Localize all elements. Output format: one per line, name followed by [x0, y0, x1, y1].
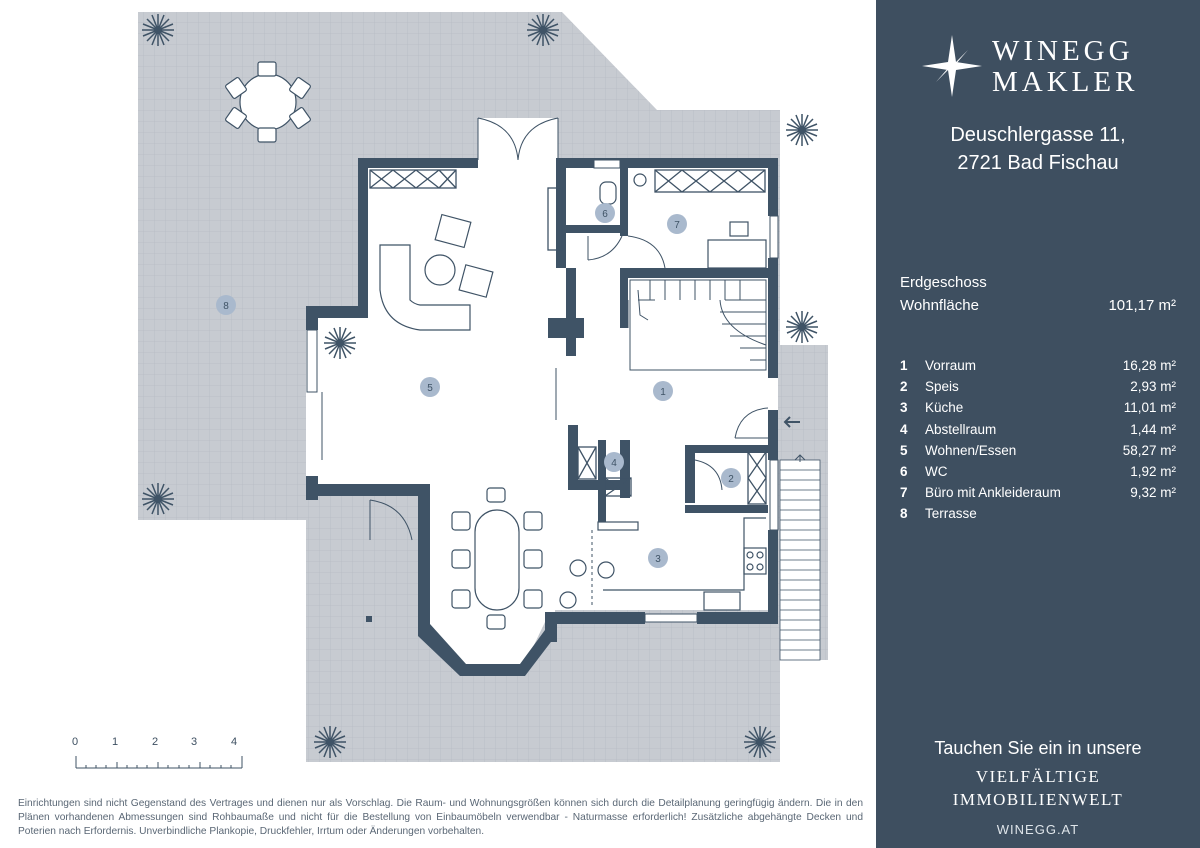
room-area: 1,44 m²	[1130, 421, 1176, 437]
room-area: 58,27 m²	[1122, 442, 1176, 458]
kitchen-counter	[597, 517, 767, 611]
room-row: 5 Wohnen/Essen 58,27 m²	[900, 443, 1176, 464]
scale-tick: 1	[112, 736, 119, 748]
room-badge-label: 8	[223, 301, 229, 312]
door-swings	[369, 117, 769, 541]
room-badge-label: 7	[674, 220, 680, 231]
room-number: 1	[900, 358, 908, 373]
room-badge-7: 7	[667, 214, 687, 234]
office-furniture	[599, 173, 767, 269]
plant-icon	[527, 14, 559, 46]
room-badges: 1 2 3 4 5 6 7 8	[216, 203, 741, 568]
room-badge-label: 5	[427, 383, 433, 394]
compass-star-icon	[922, 35, 982, 97]
room-area: 1,92 m²	[1130, 463, 1176, 479]
room-row: 2 Speis 2,93 m²	[900, 379, 1176, 400]
dining-table	[451, 487, 615, 630]
room-row: 3 Küche 11,01 m²	[900, 400, 1176, 421]
room-name: Terrasse	[925, 506, 977, 522]
staircase	[629, 279, 767, 371]
room-row: 6 WC 1,92 m²	[900, 464, 1176, 485]
cabinets	[369, 169, 767, 505]
room-row: 4 Abstellraum 1,44 m²	[900, 422, 1176, 443]
room-area: 2,93 m²	[1130, 379, 1176, 395]
room-number: 8	[900, 506, 908, 522]
plant-icon	[786, 114, 818, 146]
room-badge-label: 3	[655, 554, 661, 565]
room-number: 3	[900, 400, 908, 416]
floor-plan-area: 1 2 3 4 5 6 7 8 0 1 2 3 4 Einrichtungen …	[18, 12, 863, 837]
garden-door-area	[478, 118, 558, 162]
room-row: 1 Vorraum 16,28 m²	[900, 358, 1176, 379]
room-number: 7	[900, 485, 908, 501]
brand-name-line1: WINEGG	[992, 35, 1134, 67]
room-badge-label: 2	[728, 474, 734, 485]
room-number: 5	[900, 442, 908, 458]
tagline-intro: Tauchen Sie ein in unsere	[934, 738, 1142, 758]
plant-icon	[324, 327, 356, 359]
scale-tick: 4	[231, 736, 238, 748]
plant-icon	[314, 726, 346, 758]
address-street: Deuschlergasse 11,	[950, 124, 1126, 146]
plant-icon	[142, 483, 174, 515]
room-badge-1: 1	[653, 381, 673, 401]
terrace-table	[225, 61, 311, 143]
stairs-arrow-icon	[794, 454, 806, 462]
living-area-label: Wohnfläche	[900, 297, 979, 314]
tagline-line2: VIELFÄLTIGE	[975, 767, 1101, 786]
room-row: 7 Büro mit Ankleideraum 9,32 m²	[900, 485, 1176, 506]
room-badge-2: 2	[721, 468, 741, 488]
room-name: Abstellraum	[925, 421, 997, 437]
room-name: Küche	[925, 400, 964, 416]
plant-icon	[744, 726, 776, 758]
living-area-value: 101,17 m²	[1108, 297, 1176, 314]
room-name: Vorraum	[925, 358, 977, 373]
room-badge-5: 5	[420, 377, 440, 397]
room-name: Speis	[925, 379, 959, 395]
brand-logo: WINEGG MAKLER	[922, 35, 1162, 99]
room-badge-4: 4	[604, 452, 624, 472]
scale-tick: 3	[191, 736, 198, 748]
scale-tick: 2	[152, 736, 159, 748]
room-badge-label: 1	[660, 387, 666, 398]
plant-icon	[786, 311, 818, 343]
room-row: 8 Terrasse	[900, 506, 1176, 527]
room-list: 1 Vorraum 16,28 m² 2 Speis 2,93 m² 3 Küche 11,…	[900, 358, 1176, 528]
tagline-line3: IMMOBILIENWELT	[952, 790, 1124, 809]
floor-label: Erdgeschoss	[900, 274, 987, 291]
room-badge-label: 6	[602, 209, 608, 220]
room-badge-8: 8	[216, 295, 236, 315]
plants	[142, 14, 818, 758]
windows	[306, 159, 779, 623]
exterior-stairs	[779, 459, 821, 661]
address-city: 2721 Bad Fischau	[957, 152, 1119, 174]
room-number: 4	[900, 421, 908, 437]
room-badge-3: 3	[648, 548, 668, 568]
room-number: 6	[900, 463, 908, 479]
room-name: Wohnen/Essen	[925, 442, 1017, 458]
room-area: 16,28 m²	[1122, 358, 1176, 373]
floor-plan: 1 2 3 4 5 6 7 8	[138, 12, 828, 762]
room-name: WC	[925, 463, 948, 479]
room-badge-6: 6	[595, 203, 615, 223]
room-badge-label: 4	[611, 458, 617, 469]
room-number: 2	[900, 379, 908, 395]
post-marker	[366, 616, 372, 622]
room-area: 11,01 m²	[1123, 400, 1176, 416]
disclaimer-text: Einrichtungen sind nicht Gegenstand des …	[18, 798, 863, 837]
scale-ruler	[75, 756, 243, 769]
sofa	[379, 213, 494, 331]
room-name: Büro mit Ankleideraum	[925, 485, 1061, 501]
website-link[interactable]: WINEGG.AT	[996, 822, 1080, 837]
sidebar: WINEGG MAKLER Deuschlergasse 11, 2721 Ba…	[876, 0, 1200, 848]
plant-icon	[142, 14, 174, 46]
walls	[306, 158, 778, 676]
scale-bar: 0 1 2 3 4	[70, 736, 250, 776]
entrance-arrow-icon	[783, 416, 800, 428]
room-area: 9,32 m²	[1130, 485, 1176, 501]
brand-name-line2: MAKLER	[992, 66, 1139, 98]
scale-tick: 0	[72, 736, 79, 748]
